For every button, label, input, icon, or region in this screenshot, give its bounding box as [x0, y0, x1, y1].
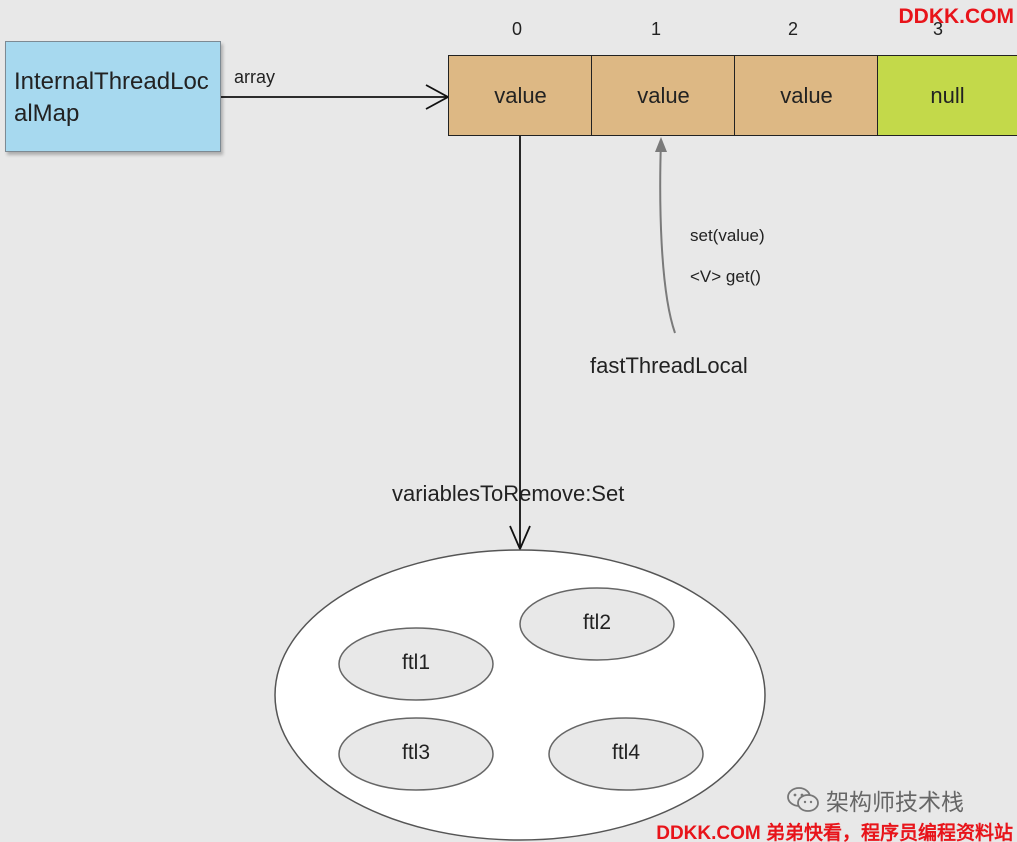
- array-cell-2: value: [734, 55, 879, 136]
- wechat-icon: [787, 787, 819, 812]
- array-index-1: 1: [650, 19, 661, 39]
- internal-thread-local-map-box: InternalThreadLocalMap: [5, 41, 221, 152]
- array-index-2: 2: [787, 19, 798, 39]
- array-cell-1: value: [591, 55, 736, 136]
- wechat-account-label: 架构师技术栈: [826, 789, 964, 815]
- set-method-label: set(value): [690, 226, 765, 245]
- array-cell-3: null: [877, 55, 1017, 136]
- set-arrow-head: [509, 525, 531, 552]
- ftl2-ellipse: [519, 587, 675, 661]
- watermark-top: DDKK.COM: [898, 5, 1015, 28]
- ftl2-label: ftl2: [582, 611, 611, 634]
- array-cell-3-label: null: [930, 82, 965, 108]
- array-cell-2-label: value: [780, 82, 833, 108]
- fast-thread-local-arrow-line: [659, 139, 676, 334]
- array-cell-0-label: value: [494, 82, 547, 108]
- ftl3-label: ftl3: [401, 741, 430, 764]
- variables-set-ellipse: [274, 549, 766, 841]
- array-index-3: 3: [932, 19, 943, 39]
- ftl4-ellipse: [548, 717, 704, 791]
- watermark-bottom: DDKK.COM 弟弟快看，程序员编程资料站: [656, 823, 1013, 842]
- ftl1-ellipse: [338, 627, 494, 701]
- array-cell-0: value: [448, 55, 593, 136]
- ftl3-ellipse: [338, 717, 494, 791]
- fast-thread-local-label: fastThreadLocal: [590, 353, 748, 378]
- map-box-label: InternalThreadLocalMap: [14, 68, 209, 127]
- array-cell-1-label: value: [637, 82, 690, 108]
- wechat-watermark: 架构师技术栈: [786, 783, 964, 817]
- array-edge-label: array: [234, 67, 276, 87]
- ftl4-label: ftl4: [611, 741, 640, 764]
- fast-thread-local-arrow-head: [655, 137, 667, 152]
- ftl1-label: ftl1: [401, 651, 430, 674]
- array-index-0: 0: [511, 19, 522, 39]
- get-method-label: <V> get(): [690, 267, 761, 286]
- variables-to-remove-label: variablesToRemove:Set: [392, 481, 625, 506]
